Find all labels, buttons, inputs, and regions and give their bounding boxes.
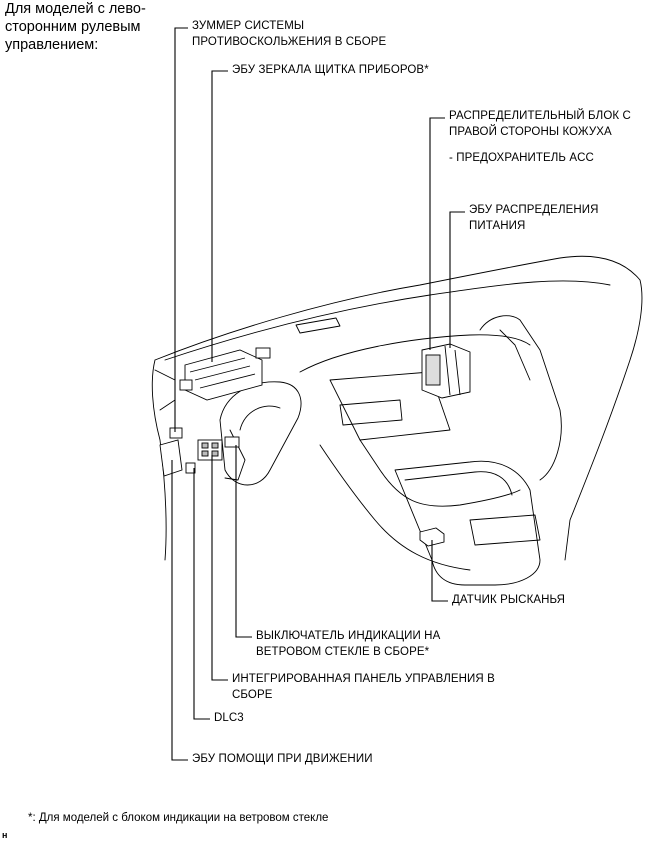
- mirror-ecu-label: ЭБУ ЗЕРКАЛА ЩИТКА ПРИБОРОВ*: [232, 64, 429, 76]
- dlc3-component: [185, 462, 196, 474]
- center-console: [329, 371, 451, 441]
- illustration-code: н: [2, 830, 8, 840]
- hud-switch-label: ВЫКЛЮЧАТЕЛЬ ИНДИКАЦИИ НА ВЕТРОВОМ СТЕКЛЕ…: [256, 628, 440, 660]
- leader-hud-switch: [235, 445, 252, 638]
- hud-switch-label-line: ВЫКЛЮЧАТЕЛЬ ИНДИКАЦИИ НА: [256, 630, 441, 642]
- leader-power-ecu: [449, 211, 465, 348]
- dashboard-outline: [151, 255, 643, 561]
- acc-fuse-label: - ПРЕДОХРАНИТЕЛЬ ACC: [449, 152, 594, 164]
- mirror-ecu-component: [179, 347, 271, 401]
- junction-block-label-line: ПРАВОЙ СТОРОНЫ КОЖУХА: [449, 126, 612, 138]
- junction-block-label-line: РАСПРЕДЕЛИТЕЛЬНЫЙ БЛОК С: [449, 110, 631, 122]
- junction-block-component: [421, 343, 471, 399]
- leader-control-panel: [211, 455, 228, 681]
- buzzer-label-line: ПРОТИВОСКОЛЬЖЕНИЯ В СБОРЕ: [192, 36, 387, 48]
- power-ecu-label: ЭБУ РАСПРЕДЕЛЕНИЯ ПИТАНИЯ: [469, 202, 599, 234]
- control-panel-label-line: СБОРЕ: [232, 689, 273, 701]
- model-note: Для моделей с лево- сторонним рулевым уп…: [5, 0, 170, 54]
- floor-console: [394, 460, 541, 586]
- power-ecu-label-line: ПИТАНИЯ: [469, 220, 526, 232]
- model-note-line: Для моделей с лево-: [5, 1, 146, 17]
- control-panel-label-line: ИНТЕГРИРОВАННАЯ ПАНЕЛЬ УПРАВЛЕНИЯ В: [232, 673, 495, 685]
- yaw-sensor-component: [419, 527, 445, 547]
- model-note-line: управлением:: [5, 37, 99, 53]
- leader-buzzer: [174, 27, 188, 432]
- buzzer-component: [169, 427, 183, 439]
- power-ecu-label-line: ЭБУ РАСПРЕДЕЛЕНИЯ: [469, 204, 599, 216]
- control-panel-label: ИНТЕГРИРОВАННАЯ ПАНЕЛЬ УПРАВЛЕНИЯ В СБОР…: [232, 671, 495, 703]
- junction-block-label: РАСПРЕДЕЛИТЕЛЬНЫЙ БЛОК С ПРАВОЙ СТОРОНЫ …: [449, 108, 631, 140]
- control-panel-component: [197, 439, 223, 461]
- leader-mirror-ecu: [211, 70, 228, 362]
- buzzer-label-line: ЗУММЕР СИСТЕМЫ: [192, 20, 305, 32]
- yaw-sensor-label: ДАТЧИК РЫСКАНЬЯ: [452, 594, 566, 606]
- model-note-line: сторонним рулевым: [5, 19, 141, 35]
- hud-switch-label-line: ВЕТРОВОМ СТЕКЛЕ В СБОРЕ*: [256, 646, 430, 658]
- hud-switch-component: [224, 436, 240, 448]
- driving-ecu-label: ЭБУ ПОМОЩИ ПРИ ДВИЖЕНИИ: [192, 753, 373, 765]
- leader-junction-block: [429, 117, 445, 350]
- dlc3-label: DLC3: [214, 712, 244, 724]
- buzzer-label: ЗУММЕР СИСТЕМЫ ПРОТИВОСКОЛЬЖЕНИЯ В СБОРЕ: [192, 18, 386, 50]
- leader-yaw-sensor: [431, 540, 448, 602]
- footnote: *: Для моделей с блоком индикации на вет…: [28, 812, 329, 824]
- leader-driving-ecu: [171, 460, 188, 761]
- driving-ecu-component: [159, 439, 183, 477]
- leader-dlc3: [193, 468, 210, 720]
